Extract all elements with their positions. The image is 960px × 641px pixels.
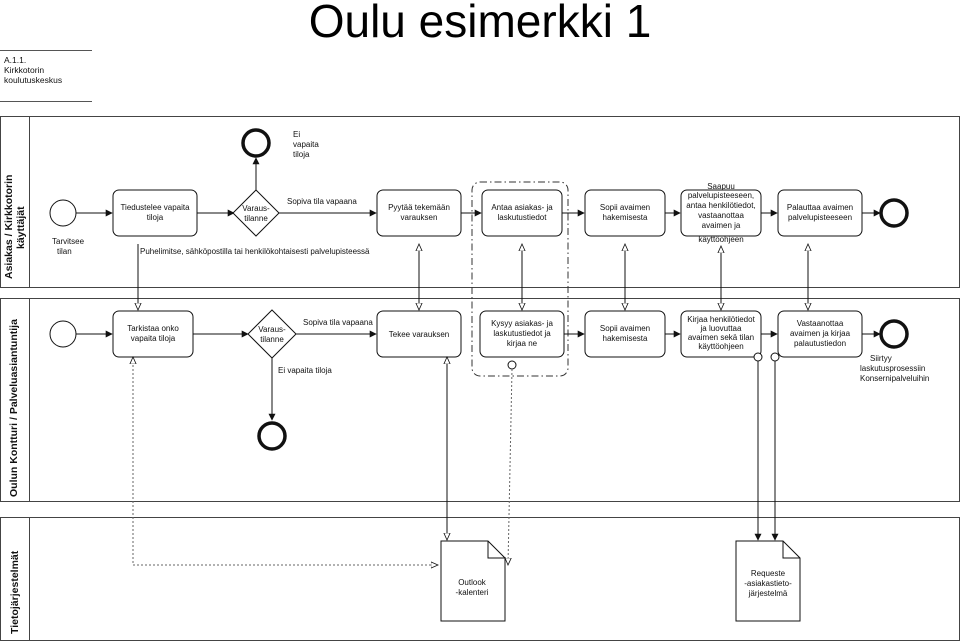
page-title: Oulu esimerkki 1: [308, 0, 652, 47]
doc-requeste-text-3: järjestelmä: [748, 589, 788, 598]
no-space-label-1: Ei: [293, 130, 300, 139]
task-agree-text-1: Sopii avaimen: [600, 203, 650, 212]
task-receive-text-2: palvelupisteeseen,: [688, 191, 754, 200]
task-ask-text-2: laskutustiedot ja: [493, 329, 551, 338]
doc-outlook-text-2: -kalenteri: [456, 588, 489, 597]
task-record-text-2: ja luovuttaa: [700, 324, 742, 333]
office-end-text-3: Konsernipalveluihin: [860, 374, 929, 383]
pool-name: Kirkkotorin: [4, 65, 45, 75]
pool-name-2: koulutuskeskus: [4, 75, 63, 85]
document-requeste-fold: [782, 541, 800, 559]
doc-requeste-text-1: Requeste: [751, 569, 786, 578]
suitable-space-label: Sopiva tila vapaana: [287, 197, 357, 206]
end-event-office: [879, 319, 909, 349]
task-record-text-3: avaimen sekä tilan: [688, 333, 754, 342]
association-check-outlook: [133, 357, 438, 565]
gateway-customer-text-1: Varaus-: [242, 204, 270, 213]
task-ask-text-1: Kysyy asiakas- ja: [491, 319, 553, 328]
office-end-text-2: laskutusprosessiin: [860, 364, 925, 373]
end-event-no-space: [241, 128, 271, 158]
pool-header-text: A.1.1. Kirkkotorin koulutuskeskus: [4, 55, 62, 85]
task-receive-text-5: avaimen ja: [702, 221, 741, 230]
doc-outlook-text-1: Outlook: [458, 578, 487, 587]
start-label-2: tilan: [57, 247, 72, 256]
end-event-office-no-space: [257, 421, 287, 451]
end-event-customer: [879, 198, 909, 228]
pool-id: A.1.1.: [4, 55, 27, 65]
association-point-record: [753, 352, 763, 362]
task-check-text-1: Tarkistaa onko: [127, 324, 179, 333]
task-receive-text-4: vastaanottaa: [698, 211, 744, 220]
no-space-label-3: tiloja: [293, 150, 310, 159]
task-receive-text-1: Saapuu: [707, 182, 735, 191]
task-inquire-text-2: tiloja: [147, 213, 164, 222]
association-point-receive: [770, 352, 780, 362]
task-inquire-text-1: Tiedustelee vapaita: [120, 203, 190, 212]
gateway-customer-text-2: tilanne: [244, 214, 268, 223]
group-billing-info: [471, 181, 569, 377]
start-event-office: [49, 320, 77, 348]
document-outlook: [440, 540, 506, 622]
task-check-text-2: vapaita tiloja: [131, 334, 176, 343]
phone-note: Puhelimitse, sähköpostilla tai henkilöko…: [140, 247, 370, 256]
office-end-text-1: Siirtyy: [870, 354, 892, 363]
document-requeste: [735, 540, 801, 622]
task-ask-text-3: kirjaa ne: [507, 339, 538, 348]
association-point-ask: [507, 360, 517, 370]
lane-systems-label-box: Tietojärjestelmät: [1, 518, 30, 640]
task-request-text-2: varauksen: [401, 213, 438, 222]
association-ask-outlook: [508, 368, 513, 565]
task-return-text-2: palvelupisteeseen: [788, 213, 852, 222]
gateway-office-text-2: tilanne: [260, 335, 284, 344]
office-no-space: Ei vapaita tiloja: [278, 366, 332, 375]
office-suitable-space: Sopiva tila vapaana: [303, 318, 373, 327]
task-receive-text-3: antaa henkilötiedot,: [686, 201, 755, 210]
task-office-agree-text-1: Sopii avaimen: [600, 324, 650, 333]
no-space-label-2: vapaita: [293, 140, 319, 149]
lane-office-label-box: Oulun Kontturi / Palveluasiantuntija: [1, 299, 30, 501]
task-agree-text-2: hakemisesta: [603, 213, 648, 222]
task-office-agree-text-2: hakemisesta: [603, 334, 648, 343]
task-record-text-1: Kirjaa henkilötiedot: [687, 315, 755, 324]
document-outlook-fold: [487, 541, 505, 559]
task-office-receive-text-1: Vastaanottaa: [797, 319, 844, 328]
task-office-receive-text-3: palautustiedon: [794, 339, 846, 348]
gateway-office: [247, 309, 297, 359]
start-label-1: Tarvitsee: [52, 237, 85, 246]
task-request-text-1: Pyytää tekemään: [388, 203, 450, 212]
doc-requeste-text-2: -asiakastieto-: [744, 579, 792, 588]
task-office-receive-text-2: avaimen ja kirjaa: [790, 329, 851, 338]
gateway-customer: [232, 189, 280, 237]
task-record-text-4: käyttöohjeen: [698, 342, 743, 351]
task-give-text-1: Antaa asiakas- ja: [491, 203, 553, 212]
task-return-text-1: Palauttaa avaimen: [787, 203, 853, 212]
pool-header: A.1.1. Kirkkotorin koulutuskeskus: [0, 50, 92, 102]
gateway-office-text-1: Varaus-: [258, 325, 286, 334]
task-receive-text-6: käyttöohjeen: [698, 235, 743, 244]
lane-customer-label-box: Asiakas / Kirkkotorin käyttäjät: [1, 117, 30, 287]
task-give-text-2: laskutustiedot: [498, 213, 548, 222]
start-event-customer: [49, 199, 77, 227]
task-book-text: Tekee varauksen: [389, 330, 449, 339]
